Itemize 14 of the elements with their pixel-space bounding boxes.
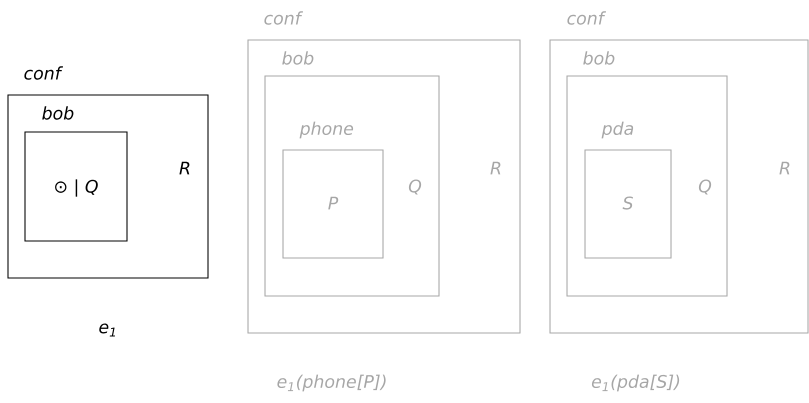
scope-box: S bbox=[584, 149, 672, 259]
node-label: e$_{1}$ bbox=[99, 324, 116, 337]
node-label: e$_{1}$(pda[S]) bbox=[592, 374, 680, 392]
scope-box: P bbox=[282, 149, 384, 259]
box-label: conf bbox=[264, 11, 304, 25]
box-label: conf bbox=[24, 66, 64, 80]
box-label: bob bbox=[42, 106, 74, 120]
box-label: bob bbox=[583, 51, 614, 65]
node-label: e$_{1}$(phone[P]) bbox=[277, 374, 386, 392]
box-label: conf bbox=[567, 11, 606, 25]
box-label: bob bbox=[282, 51, 314, 65]
box-label: pda bbox=[602, 122, 634, 138]
scope-box: ⊙ | Q bbox=[24, 131, 128, 242]
box-label: phone bbox=[300, 122, 354, 138]
